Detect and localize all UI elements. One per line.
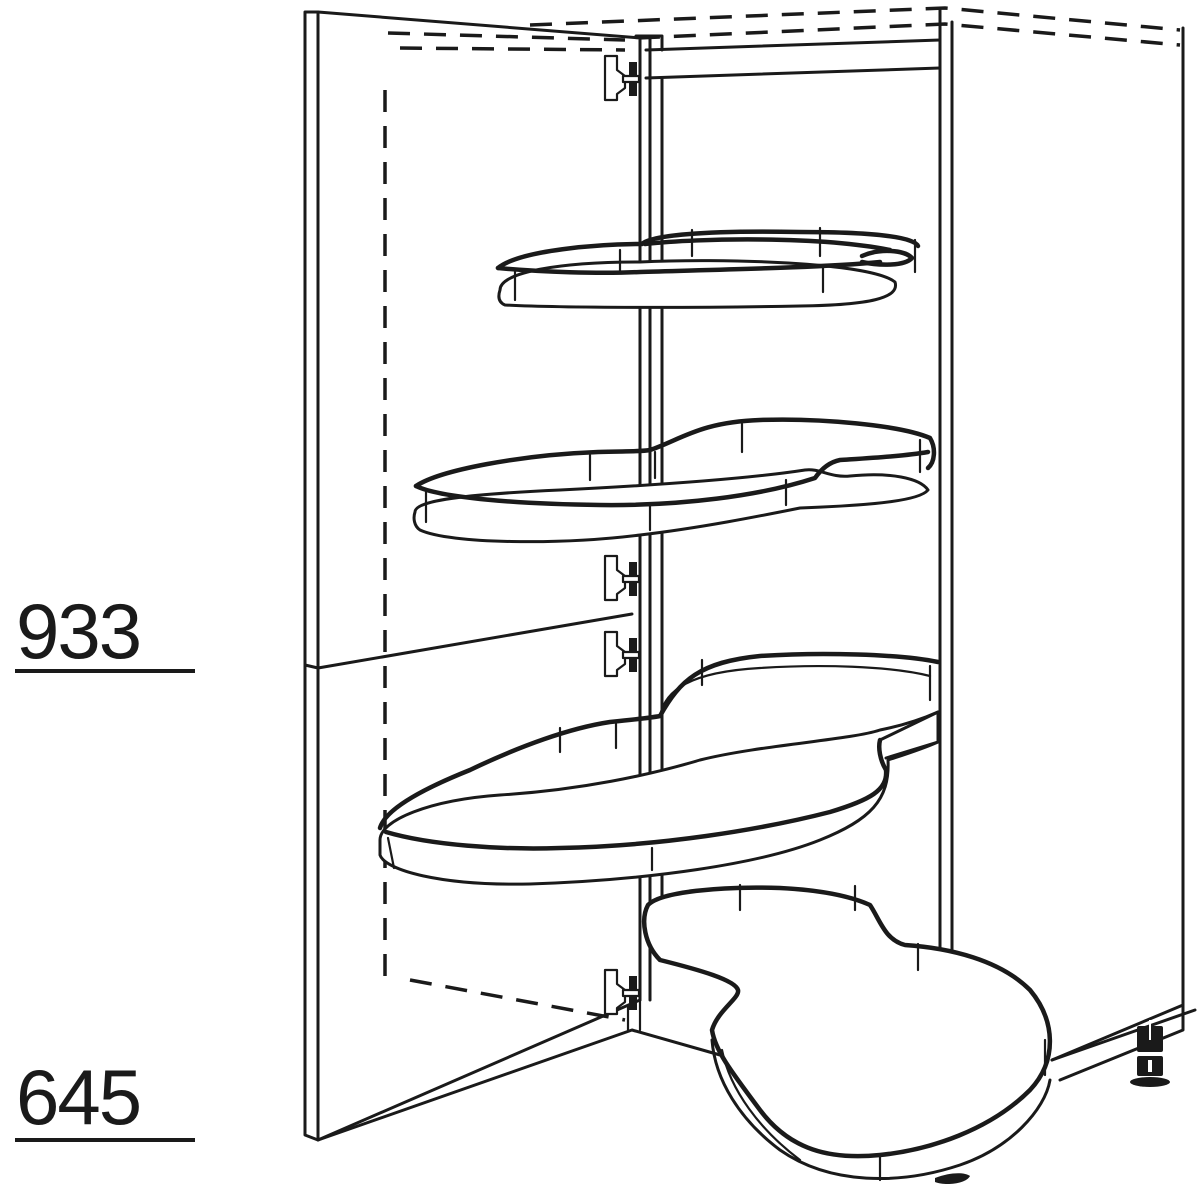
carousel-shelf-1 [495,226,921,309]
hinge-icon [603,630,641,678]
dimension-label-upper: 933 [16,587,142,675]
carousel-shelf-2 [412,417,937,544]
floor-line-left [316,1028,722,1142]
leveling-foot-icon [1130,1020,1170,1087]
carousel-shelf-3 [377,651,941,886]
hinge-icon [603,968,641,1016]
carousel-shelf-4 [642,883,1053,1184]
hinge-icon [603,554,641,602]
dimension-rule-upper [15,669,195,673]
floor-line-right [1050,1008,1197,1062]
dimension-rule-lower [15,1138,195,1142]
cabinet-door [303,10,642,1142]
dimension-label-lower: 645 [16,1053,142,1141]
hinge-icon [603,54,641,102]
